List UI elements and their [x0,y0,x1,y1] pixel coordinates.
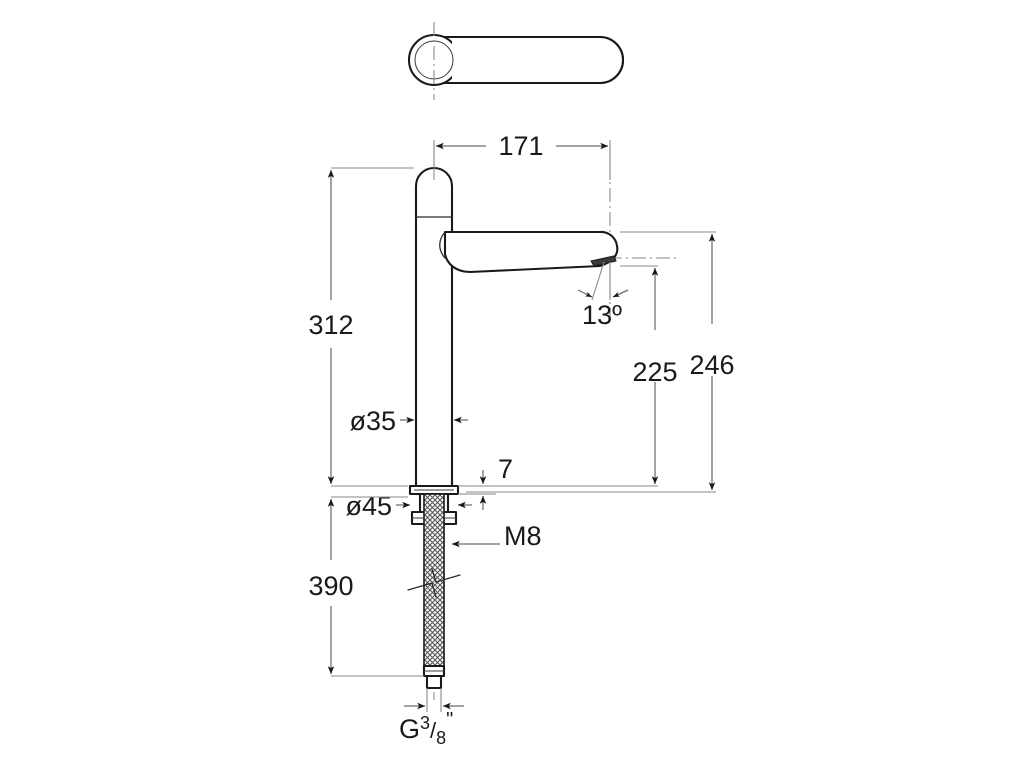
note-g38: G3/8" [399,688,464,748]
dim-13deg-arrow-right [612,289,629,298]
dim-13deg-label: 13º [582,300,622,330]
note-m8-label: M8 [504,521,542,551]
top-view-lever-outline [450,35,624,85]
dimension-13deg: 13º [577,261,629,330]
dim-246-label: 246 [689,350,734,380]
dimension-390: 390 [308,496,424,677]
dim-390-label: 390 [308,571,353,601]
dim-d35-label: ø35 [349,406,396,436]
dimension-246: 246 [466,231,735,493]
top-view-group [407,33,624,87]
front-view-group [407,166,619,690]
spout-aerator-face [590,255,617,267]
note-g38-inch-mark: " [446,709,453,731]
spout-arm [443,230,619,274]
hose-break-zigzag [431,568,437,598]
top-view-lever-fill [452,37,623,83]
dim-312-label: 312 [308,310,353,340]
dimension-312: 312 [308,167,414,487]
dimension-d45: ø45 [345,491,472,521]
note-m8: M8 [451,521,542,551]
dim-225-label: 225 [632,357,677,387]
dim-171-label: 171 [498,131,543,161]
column-body [414,166,454,488]
dim-13deg-ext-angled [591,261,605,301]
dimension-171: 171 [433,131,611,180]
note-g38-prefix: G [399,714,420,744]
note-g38-denominator: 8 [436,728,446,748]
dim-d45-label: ø45 [345,491,392,521]
hose-end-nut [425,674,443,690]
hose-break-line [407,574,461,591]
dim-7-label: 7 [498,454,513,484]
dim-13deg-arrow-left [577,289,593,298]
spout-root-fillet [439,231,446,259]
dimension-d35: ø35 [349,406,468,436]
dimension-225: 225 [460,265,678,487]
note-g38-slash: / [430,718,437,743]
note-g38-label: G3/8" [399,709,453,748]
note-g38-numerator: 3 [420,713,430,733]
